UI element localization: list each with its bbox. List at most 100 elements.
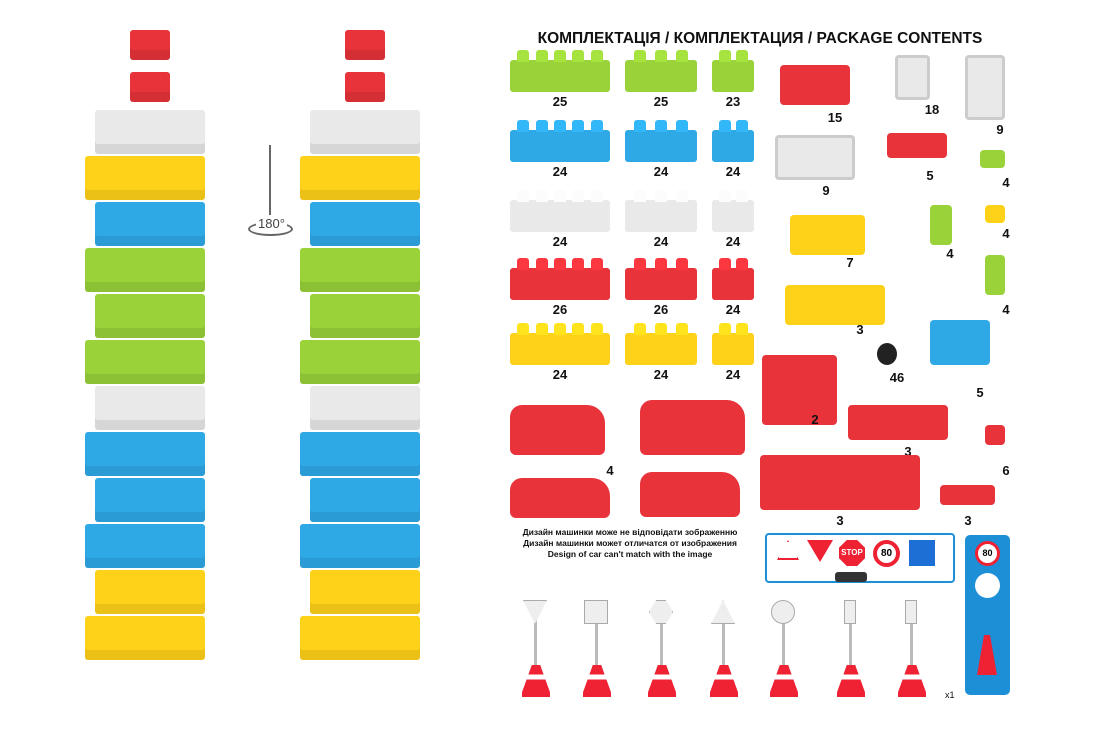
tower-layer-white — [95, 386, 205, 430]
stud — [654, 323, 667, 335]
part-count: 5 — [926, 168, 934, 183]
stud — [590, 258, 603, 270]
tower-layer-yellow — [95, 570, 205, 614]
part-fence-icon — [775, 135, 855, 180]
cone-base-icon — [522, 665, 550, 697]
brick-studs — [510, 323, 610, 335]
sign-shape-icon — [523, 600, 547, 624]
cone-base-icon — [837, 665, 865, 697]
rotation-label: 180° — [256, 216, 287, 231]
tower-layer-red — [345, 72, 385, 102]
stud — [633, 190, 646, 202]
train-crossing-sign-icon — [777, 540, 799, 560]
stud — [590, 120, 603, 132]
brick-white — [625, 190, 697, 232]
note-ua: Дизайн машинки може не відповідати зобра… — [522, 527, 738, 537]
cone-base-icon — [898, 665, 926, 697]
brick-green — [712, 50, 754, 92]
part-count: 3 — [836, 513, 844, 528]
tower-layer-blue — [95, 478, 205, 522]
brick-studs — [625, 190, 697, 202]
brick-red — [625, 258, 697, 300]
brick-studs — [510, 120, 610, 132]
brick-studs — [625, 323, 697, 335]
stud — [553, 50, 566, 62]
sign-pole — [722, 615, 725, 665]
part-count: 15 — [827, 110, 843, 125]
brick-count: 24 — [552, 234, 568, 249]
tower-layer-blue — [310, 202, 420, 246]
part-count: 5 — [976, 385, 984, 400]
part-green-cap-icon — [980, 150, 1005, 168]
sign-pole — [849, 615, 852, 665]
tower-layer-yellow — [310, 570, 420, 614]
stud — [590, 190, 603, 202]
note-en: Design of car can't match with the image — [547, 549, 713, 559]
stud — [718, 50, 731, 62]
stud — [535, 50, 548, 62]
tower-layer-blue — [85, 432, 205, 476]
stud — [517, 323, 530, 335]
stud — [572, 258, 585, 270]
stud — [633, 120, 646, 132]
stud — [654, 120, 667, 132]
car-icon — [510, 478, 610, 518]
part-propeller-icon — [985, 425, 1005, 445]
brick-studs — [625, 120, 697, 132]
part-count: 2 — [811, 412, 819, 427]
car-icon — [510, 405, 605, 455]
stud — [654, 258, 667, 270]
part-long-yellow-brick-6-icon — [790, 215, 865, 255]
brick-white — [510, 190, 610, 232]
part-count: 4 — [1002, 226, 1010, 241]
brick-count: 24 — [653, 234, 669, 249]
stud — [676, 323, 689, 335]
part-count: 9 — [996, 122, 1004, 137]
stud — [517, 258, 530, 270]
stud — [572, 120, 585, 132]
tower-layer-red — [130, 30, 170, 60]
sign-post-panel: 80 — [965, 535, 1010, 695]
yield-sign-icon — [807, 540, 833, 562]
cone-base-icon — [583, 665, 611, 697]
crosswalk-sign-icon — [909, 540, 935, 566]
brick-count: 24 — [725, 302, 741, 317]
sign-pole — [534, 615, 537, 665]
brick-studs — [510, 258, 610, 270]
brick-studs — [712, 323, 754, 335]
tower-front — [85, 30, 265, 700]
rotate-arrow-icon — [269, 145, 271, 215]
part-wheel-icon — [877, 343, 897, 365]
part-blue-base-icon — [930, 320, 990, 365]
part-count: 3 — [856, 322, 864, 337]
stud — [735, 258, 748, 270]
brick-count: 24 — [552, 164, 568, 179]
cone-base-icon — [648, 665, 676, 697]
stud — [718, 190, 731, 202]
tower-layer-white — [310, 386, 420, 430]
stud — [517, 50, 530, 62]
stud — [572, 50, 585, 62]
brick-blue — [625, 120, 697, 162]
stud — [517, 120, 530, 132]
part-count: 9 — [822, 183, 830, 198]
tower-layer-green — [310, 294, 420, 338]
tower-layer-yellow — [300, 616, 420, 660]
part-door-icon — [965, 55, 1005, 120]
stud — [590, 323, 603, 335]
round-blank-sign-icon — [975, 573, 1000, 598]
stud — [718, 120, 731, 132]
part-locomotive-front-icon — [762, 355, 837, 425]
speed-limit-sign: 80 — [873, 540, 900, 567]
part-count: 3 — [964, 513, 972, 528]
brick-studs — [712, 50, 754, 62]
part-yellow-cup-icon — [985, 205, 1005, 223]
stud — [676, 190, 689, 202]
brick-studs — [712, 120, 754, 132]
tower-layer-white — [95, 110, 205, 154]
page-title: КОМПЛЕКТАЦІЯ / КОМПЛЕКТАЦИЯ / PACKAGE CO… — [537, 30, 983, 47]
stud — [572, 190, 585, 202]
part-count: 4 — [946, 246, 954, 261]
car-icon — [640, 472, 740, 517]
stud — [676, 120, 689, 132]
